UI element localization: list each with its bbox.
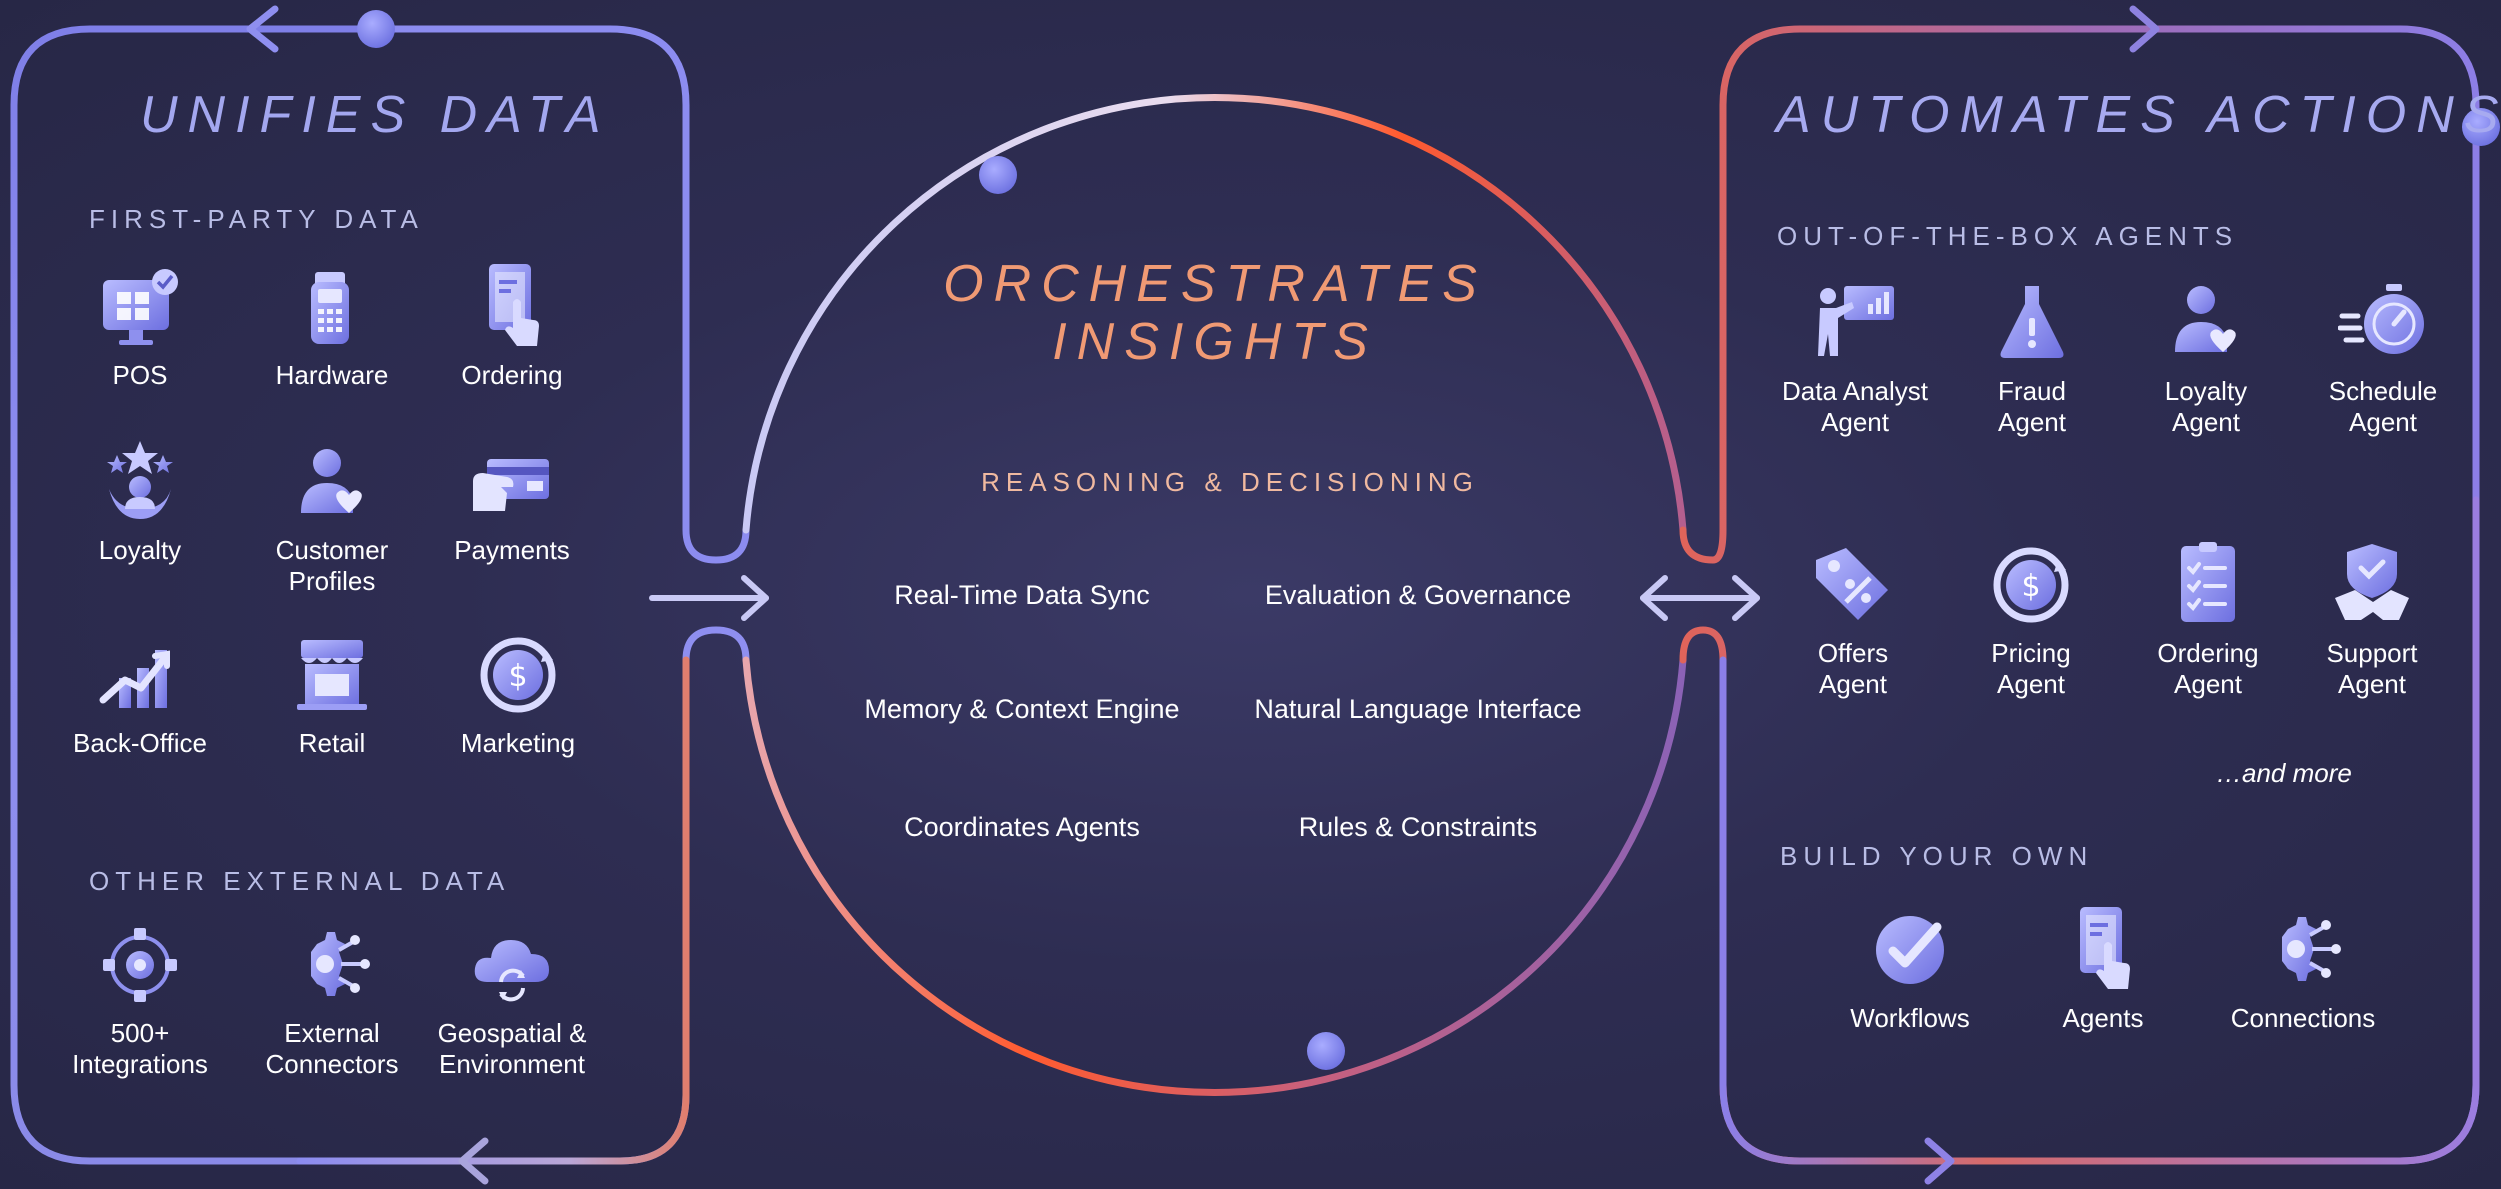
capability-memory-context: Memory & Context Engine (864, 694, 1180, 724)
tile-loyalty-label: Loyalty (98, 535, 182, 565)
tile-marketing: $ Marketing (428, 630, 608, 759)
tile-pos-label: POS (112, 360, 168, 390)
tile-loyalty: Loyalty (50, 437, 230, 566)
presenter-chart-icon (1818, 286, 1894, 356)
tile-integrations-label: 500+ Integrations (72, 1018, 208, 1079)
svg-text:$: $ (508, 659, 527, 694)
tile-schedule-agent: Schedule Agent (2293, 278, 2473, 438)
capability-natural-language: Natural Language Interface (1254, 694, 1582, 724)
storefront-icon (297, 640, 367, 710)
first-party-heading: FIRST-PARTY DATA (89, 204, 424, 234)
tile-back-office: Back-Office (50, 630, 230, 759)
growth-chart-icon (99, 650, 170, 708)
capability-evaluation-governance: Evaluation & Governance (1264, 580, 1572, 610)
card-reader-icon (311, 272, 349, 344)
tile-ordering: Ordering (422, 262, 602, 391)
center-title: ORCHESTRATES INSIGHTS (943, 255, 1487, 371)
cloud-sync-icon (474, 940, 549, 1002)
tile-customer-profiles: Customer Profiles (242, 437, 422, 597)
tile-schedule-agent-label: Schedule Agent (2328, 376, 2438, 437)
tile-payments: Payments (422, 437, 602, 566)
dollar-cycle-icon: $ (480, 637, 556, 713)
check-circle-icon (1876, 916, 1944, 984)
dollar-cycle-icon: $ (1993, 547, 2069, 623)
tile-workflows-label: Workflows (1850, 1003, 1970, 1033)
tile-workflows[interactable]: Workflows (1820, 905, 2000, 1034)
tile-pos: POS (50, 262, 230, 391)
tile-external-connectors: External Connectors (242, 920, 422, 1080)
person-heart-icon (301, 449, 362, 513)
tile-data-analyst-agent-label: Data Analyst Agent (1782, 376, 1928, 437)
tile-offers-agent-label: Offers Agent (1817, 638, 1889, 699)
tile-payments-label: Payments (454, 535, 570, 565)
connector-gear-icon (311, 932, 370, 996)
right-panel-title: AUTOMATES ACTIONS (1776, 86, 2501, 144)
tile-geospatial-label: Geospatial & Environment (437, 1018, 587, 1079)
tile-customer-profiles-label: Customer Profiles (275, 535, 389, 596)
capability-coordinates-agents: Coordinates Agents (904, 812, 1140, 842)
tile-offers-agent: Offers Agent (1763, 540, 1943, 700)
tile-geospatial: Geospatial & Environment (422, 920, 602, 1080)
capability-rules-constraints: Rules & Constraints (1298, 812, 1538, 842)
tile-back-office-label: Back-Office (73, 728, 207, 758)
percent-tag-icon (1816, 548, 1888, 620)
tablet-tap-icon (489, 264, 539, 346)
tile-ordering-label: Ordering (461, 360, 563, 390)
tile-retail-label: Retail (298, 728, 366, 758)
tile-support-agent-label: Support Agent (2326, 638, 2418, 699)
tile-support-agent: Support Agent (2282, 540, 2462, 700)
stars-person-icon (107, 441, 173, 519)
build-your-own-heading: BUILD YOUR OWN (1780, 841, 2094, 871)
connector-gear-icon (2282, 917, 2341, 981)
gear-network-icon (103, 928, 177, 1002)
tile-fraud-agent: Fraud Agent (1942, 278, 2122, 438)
center-subtitle: REASONING & DECISIONING (981, 467, 1479, 497)
left-panel-title: UNIFIES DATA (140, 86, 611, 144)
tile-loyalty-agent-label: Loyalty Agent (2164, 376, 2248, 437)
tile-agents[interactable]: Agents (2013, 905, 2193, 1034)
tile-retail: Retail (242, 630, 422, 759)
tile-connections-label: Connections (2230, 1003, 2376, 1033)
tile-ordering-agent: Ordering Agent (2118, 540, 2298, 700)
tile-pricing-agent: $ Pricing Agent (1941, 540, 2121, 700)
tile-data-analyst-agent: Data Analyst Agent (1765, 278, 1945, 438)
pos-terminal-icon (103, 269, 178, 345)
shield-handshake-icon (2335, 544, 2409, 620)
warning-flask-icon (2000, 286, 2064, 358)
agents-heading: OUT-OF-THE-BOX AGENTS (1777, 221, 2239, 251)
external-data-heading: OTHER EXTERNAL DATA (89, 866, 511, 896)
tile-external-connectors-label: External Connectors (265, 1018, 399, 1079)
tile-agents-label: Agents (2062, 1003, 2144, 1033)
checklist-icon (2181, 542, 2235, 622)
tile-hardware-label: Hardware (275, 360, 389, 390)
capability-realtime-sync: Real-Time Data Sync (894, 580, 1150, 610)
tile-hardware: Hardware (242, 262, 422, 391)
tablet-tap-icon (2080, 907, 2130, 989)
tile-integrations: 500+ Integrations (50, 920, 230, 1080)
tile-loyalty-agent: Loyalty Agent (2116, 278, 2296, 438)
tile-pricing-agent-label: Pricing Agent (1991, 638, 2071, 699)
tile-fraud-agent-label: Fraud Agent (1998, 376, 2066, 437)
svg-text:$: $ (2021, 569, 2040, 604)
tile-ordering-agent-label: Ordering Agent (2157, 638, 2259, 699)
person-heart-icon (2175, 286, 2236, 352)
tile-connections[interactable]: Connections (2213, 905, 2393, 1034)
and-more-label: …and more (2216, 758, 2352, 788)
card-payment-icon (473, 459, 549, 511)
tile-marketing-label: Marketing (460, 728, 576, 758)
stopwatch-icon (2338, 284, 2424, 354)
